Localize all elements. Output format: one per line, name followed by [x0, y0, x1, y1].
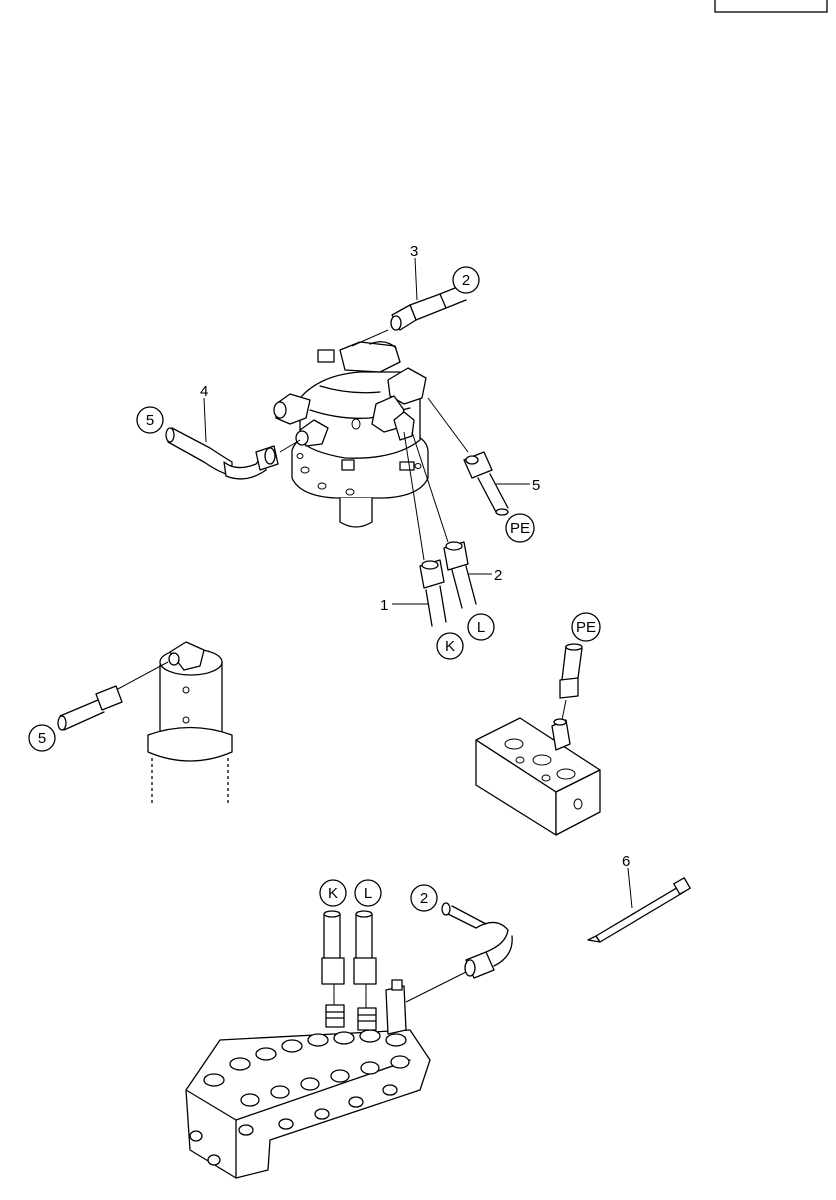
callout-k-top: K — [436, 632, 464, 660]
callout-2-top: 2 — [452, 266, 480, 294]
callouts: 2 5 PE K L PE 5 K — [28, 266, 601, 912]
control-valve-assembly — [185, 902, 513, 1179]
svg-text:5: 5 — [146, 412, 154, 429]
leader-lines — [203, 257, 633, 909]
svg-text:K: K — [328, 885, 338, 902]
manifold-block — [475, 643, 601, 836]
callout-pe-top: PE — [505, 513, 535, 543]
callout-5-cylinder: 5 — [28, 724, 56, 752]
swivel-joint-assembly — [273, 341, 429, 528]
item-4-bent-tube — [165, 427, 301, 480]
item-number-6: 6 — [622, 853, 630, 870]
item-number-4: 4 — [200, 383, 208, 400]
callout-l-bottom: L — [354, 879, 382, 907]
valve-spools — [189, 1029, 410, 1166]
svg-text:2: 2 — [462, 272, 470, 289]
header-box — [714, 0, 828, 13]
cylinder-assembly — [57, 641, 233, 805]
callout-5-left-top: 5 — [136, 406, 164, 434]
item-number-3: 3 — [410, 243, 418, 260]
item-1-2-vertical-hoses — [403, 431, 477, 627]
callout-pe-block: PE — [571, 612, 601, 642]
svg-text:PE: PE — [576, 619, 596, 636]
item-number-5: 5 — [532, 477, 540, 494]
svg-text:PE: PE — [510, 520, 530, 537]
item-number-2: 2 — [494, 567, 502, 584]
callout-l-top: L — [467, 613, 495, 641]
item-numbers: 3 4 5 2 1 6 — [200, 243, 630, 870]
svg-text:L: L — [477, 619, 485, 636]
item-number-1: 1 — [380, 597, 388, 614]
svg-text:2: 2 — [420, 890, 428, 907]
item-5-hose-fitting-right — [427, 397, 509, 516]
item-3-hose-fitting — [351, 285, 467, 347]
callout-2-bottom: 2 — [410, 884, 438, 912]
svg-text:K: K — [445, 638, 455, 655]
item-6-cable-tie — [587, 877, 691, 943]
svg-text:5: 5 — [38, 730, 46, 747]
svg-text:L: L — [364, 885, 372, 902]
callout-k-bottom: K — [319, 879, 347, 907]
